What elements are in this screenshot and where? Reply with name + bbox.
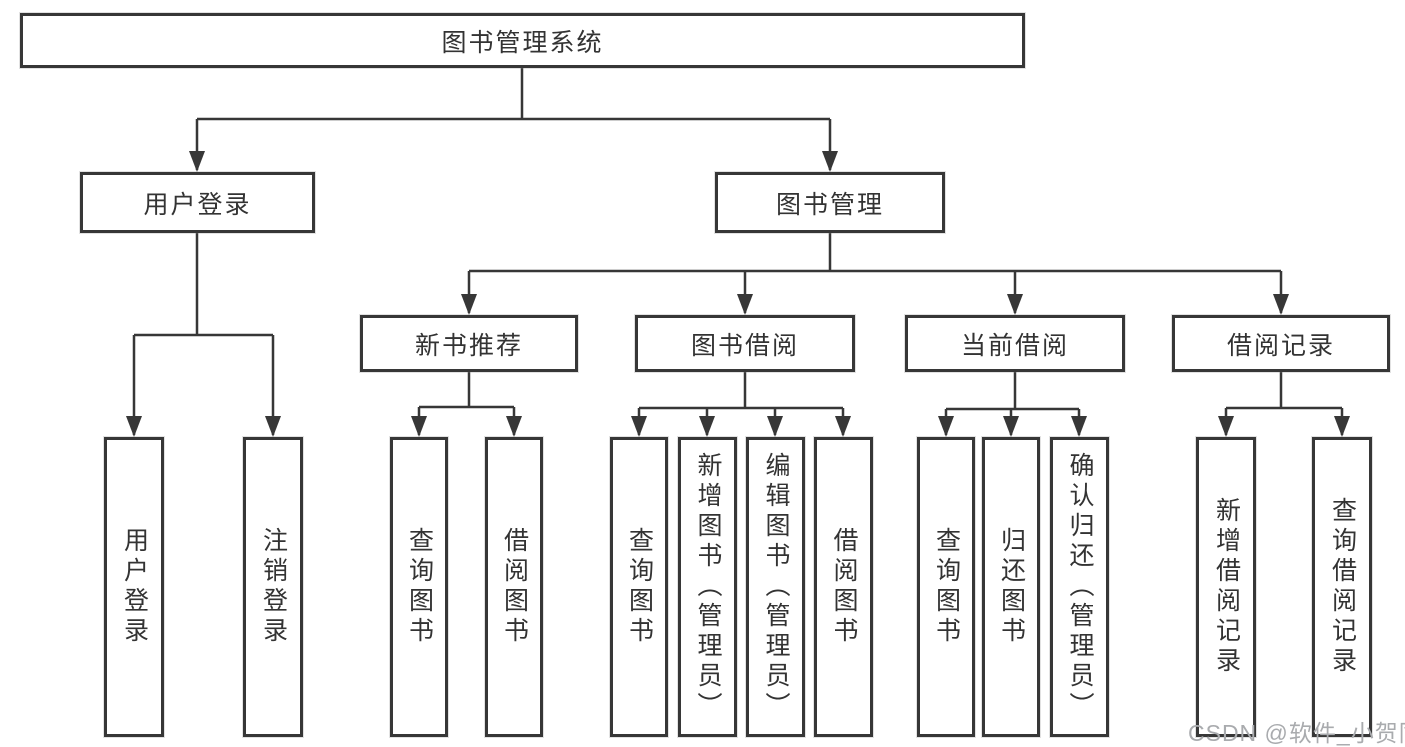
leaf-logout: 注销登录 [243, 437, 303, 737]
leaf-current-return-books: 归还图书 [982, 437, 1040, 737]
leaf-borrow-borrow-books: 借阅图书 [814, 437, 873, 737]
node-current-borrow: 当前借阅 [905, 315, 1125, 372]
leaf-borrow-add-books-admin-label: 新增图书（管理员） [694, 452, 722, 722]
node-book-borrow: 图书借阅 [635, 315, 855, 372]
leaf-newbooks-query-books-label: 查询图书 [405, 527, 434, 647]
leaf-records-query-record-label: 查询借阅记录 [1328, 497, 1357, 677]
leaf-borrow-query-books: 查询图书 [610, 437, 668, 737]
leaf-current-query-books-label: 查询图书 [932, 527, 961, 647]
node-book-borrow-label: 图书借阅 [690, 331, 799, 360]
leaf-newbooks-borrow-books-label: 借阅图书 [500, 527, 529, 647]
leaf-borrow-query-books-label: 查询图书 [625, 527, 654, 647]
leaf-current-query-books: 查询图书 [917, 437, 975, 737]
leaf-records-add-record-label: 新增借阅记录 [1212, 497, 1241, 677]
leaf-current-confirm-return-admin: 确认归还（管理员） [1050, 437, 1109, 737]
node-root-system: 图书管理系统 [20, 13, 1025, 68]
leaf-records-query-record: 查询借阅记录 [1312, 437, 1372, 737]
leaf-user-login-label: 用户登录 [120, 527, 149, 647]
node-book-management-label: 图书管理 [775, 190, 884, 219]
leaf-newbooks-borrow-books: 借阅图书 [485, 437, 543, 737]
leaf-borrow-edit-books-admin: 编辑图书（管理员） [746, 437, 805, 737]
leaf-current-confirm-return-admin-label: 确认归还（管理员） [1066, 452, 1094, 722]
node-user-login: 用户登录 [80, 172, 315, 233]
node-current-borrow-label: 当前借阅 [960, 331, 1069, 360]
node-new-book-recommend: 新书推荐 [360, 315, 578, 372]
leaf-borrow-add-books-admin: 新增图书（管理员） [678, 437, 737, 737]
node-borrow-records-label: 借阅记录 [1226, 331, 1335, 360]
watermark-text: CSDN @软件_小贺同学 [1188, 720, 1405, 746]
leaf-borrow-edit-books-admin-label: 编辑图书（管理员） [762, 452, 790, 722]
leaf-current-return-books-label: 归还图书 [997, 527, 1026, 647]
node-borrow-records: 借阅记录 [1172, 315, 1390, 372]
node-user-login-label: 用户登录 [143, 190, 252, 219]
node-root-label: 图书管理系统 [441, 28, 604, 57]
node-new-book-recommend-label: 新书推荐 [414, 331, 523, 360]
leaf-newbooks-query-books: 查询图书 [390, 437, 448, 737]
leaf-borrow-borrow-books-label: 借阅图书 [830, 527, 858, 647]
node-book-management: 图书管理 [715, 172, 945, 233]
leaf-logout-label: 注销登录 [259, 527, 288, 647]
arrowheads [126, 151, 1350, 437]
leaf-user-login: 用户登录 [104, 437, 164, 737]
leaf-records-add-record: 新增借阅记录 [1196, 437, 1256, 737]
